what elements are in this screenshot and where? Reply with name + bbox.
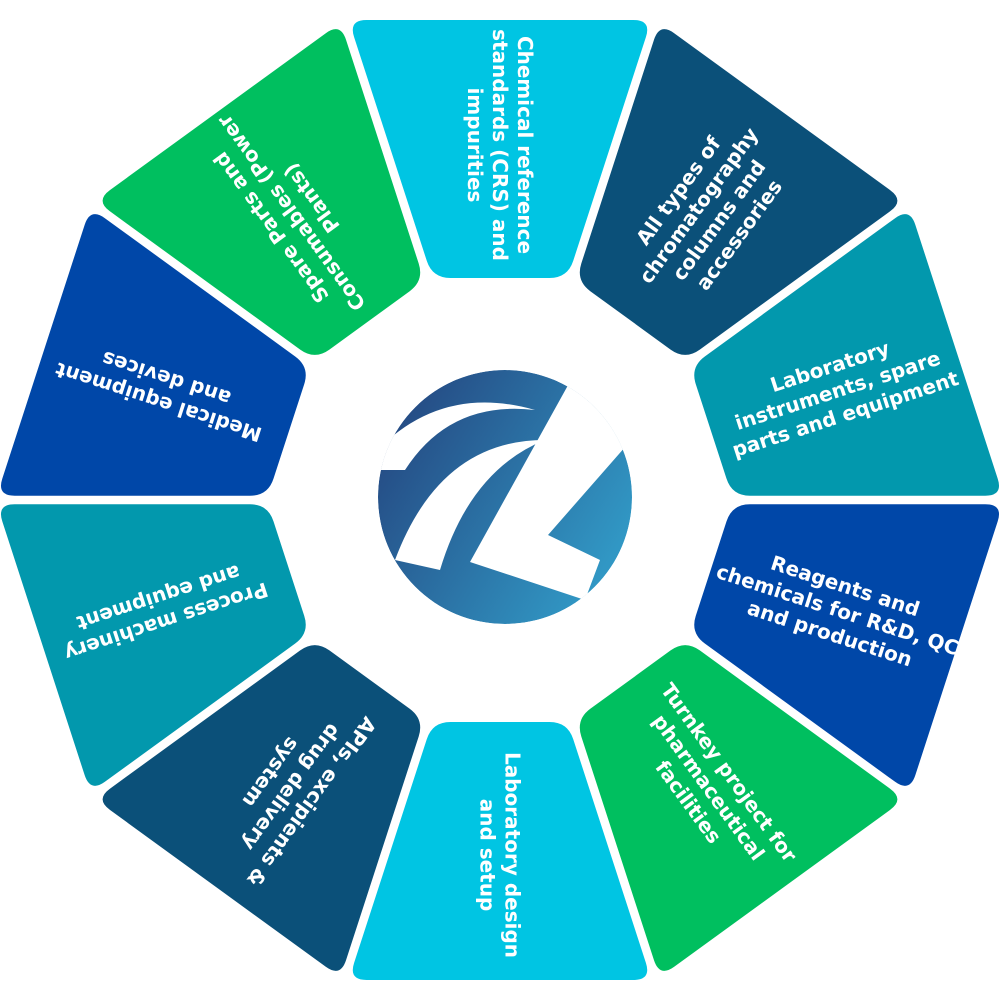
segment-label-line: Laboratory design [501,752,525,958]
segment-apis-excipients: APIs, excipients &drug deliverysystem [102,645,421,971]
segment-label-line: and setup [476,799,500,912]
segment-label: Laboratory designand setup [476,752,525,958]
segment-chemical-reference-standards: Chemical referencestandards (CRS) andimp… [352,20,648,278]
segment-reagents-and-chemicals: Reagents andchemicals for R&D, QCand pro… [694,504,1000,786]
segment-label: Chemical referencestandards (CRS) andimp… [463,29,537,261]
segment-shape [0,504,306,786]
segment-laboratory-design: Laboratory designand setup [352,722,648,980]
segment-medical-equipment: Medical equipmentand devices [0,214,306,496]
segment-turnkey-project: Turnkey project forpharmaceuticalfacilit… [579,645,898,971]
segment-shape [102,645,421,971]
segment-process-machinery: Process machineryand equipment [0,504,306,786]
segment-shape [102,29,421,355]
company-logo-icon [378,370,632,624]
segment-shape [694,214,1000,496]
segment-label-line: impurities [463,88,487,203]
segment-shape [352,20,648,278]
segment-label-line: Chemical reference [513,36,537,254]
segment-shape [352,722,648,980]
segments-layer: Chemical referencestandards (CRS) andimp… [0,20,1000,980]
segment-shape [579,29,898,355]
segment-chromatography-columns: All types ofchromatographycolumns andacc… [579,29,898,355]
segment-spare-parts-consumables: Spare Parts andConsumables (PowerPlants) [102,29,421,355]
segment-label-line: standards (CRS) and [488,29,512,261]
segment-shape [0,214,306,496]
segment-shape [694,504,1000,786]
segment-laboratory-instruments: Laboratoryinstruments, spareparts and eq… [694,214,1000,496]
segment-shape [579,645,898,971]
